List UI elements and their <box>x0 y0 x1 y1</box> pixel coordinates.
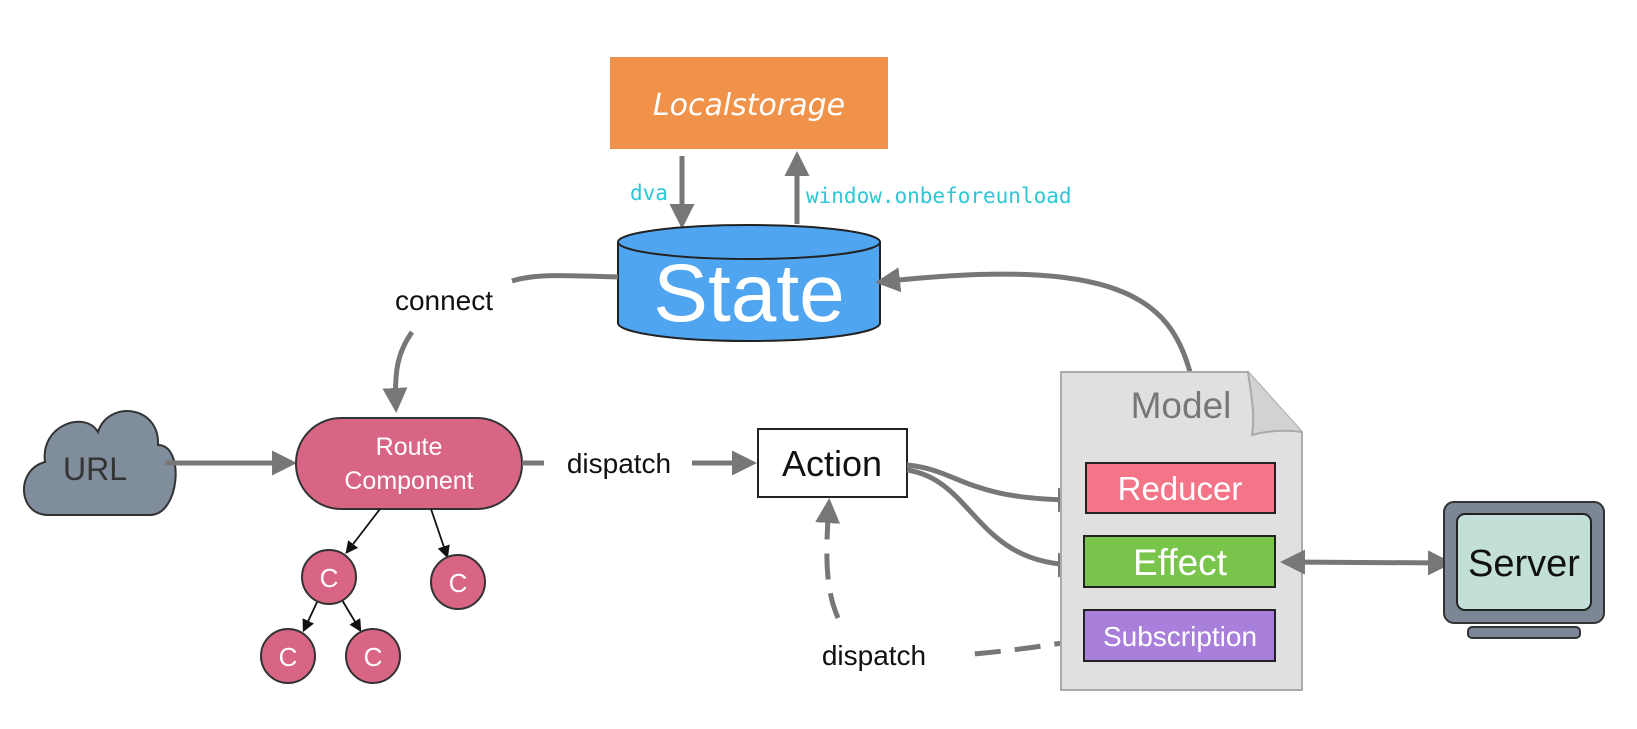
route-component-node: Route Component <box>295 417 523 510</box>
onbeforeunload-annotation: window.onbeforeunload <box>806 184 1072 208</box>
child-component-3: C <box>260 628 316 684</box>
state-label: State <box>653 248 844 339</box>
localstorage-node: Localstorage <box>610 57 888 149</box>
connect-line <box>511 273 619 284</box>
server-label: Server <box>1468 543 1580 585</box>
route-component-line1: Route <box>376 433 443 461</box>
effect-item: Effect <box>1083 535 1276 588</box>
dispatch-main-label: dispatch <box>567 448 671 479</box>
state-node: State <box>617 224 881 342</box>
dva-annotation: dva <box>630 181 668 205</box>
server-node: Server <box>1443 501 1605 639</box>
model-title: Model <box>1131 385 1232 426</box>
svg-text:C: C <box>320 563 339 593</box>
svg-text:C: C <box>279 642 298 672</box>
route-component-line2: Component <box>344 467 473 495</box>
url-cloud-node: URL <box>22 410 177 516</box>
dispatch-sub-label: dispatch <box>822 640 926 671</box>
url-label: URL <box>63 451 127 487</box>
reducer-label: Reducer <box>1118 470 1243 507</box>
arrow-model-to-state <box>875 267 1193 373</box>
localstorage-label: Localstorage <box>653 88 845 123</box>
arrow-action-to-reducer <box>906 462 1083 513</box>
subscription-label: Subscription <box>1103 621 1257 652</box>
svg-text:C: C <box>364 642 383 672</box>
child-component-2: C <box>430 554 486 610</box>
reducer-item: Reducer <box>1085 462 1276 514</box>
svg-text:C: C <box>449 568 468 598</box>
connect-arrow <box>382 330 415 413</box>
component-tree: C C C C <box>260 508 486 684</box>
arrow-action-to-effect <box>906 467 1083 578</box>
arrow-subscription-dispatch-to-action <box>815 498 841 619</box>
arrow-effect-server <box>1280 549 1453 576</box>
model-node: Model Reducer Effect Subscription <box>1060 371 1303 691</box>
action-label: Action <box>782 443 882 484</box>
connect-label: connect <box>395 285 493 316</box>
effect-label: Effect <box>1133 542 1228 583</box>
subscription-item: Subscription <box>1083 609 1276 662</box>
child-component-1: C <box>301 549 357 605</box>
child-component-4: C <box>345 628 401 684</box>
action-node: Action <box>757 428 908 498</box>
